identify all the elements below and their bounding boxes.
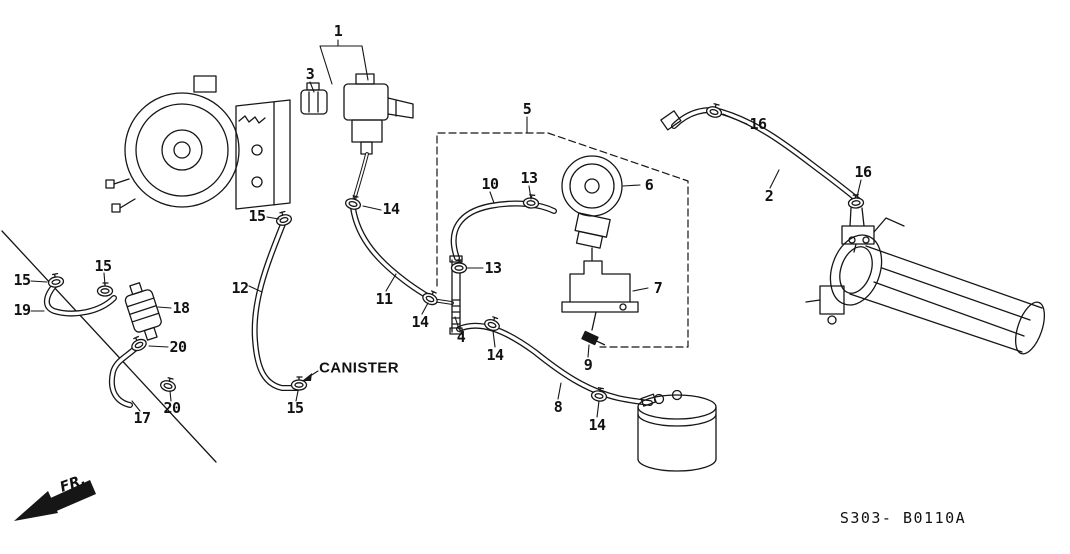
callout-11: 11: [375, 290, 393, 308]
fr-direction-arrow: FR.: [14, 472, 96, 521]
charcoal-canister: [637, 389, 717, 472]
callout-20-b: 20: [163, 399, 181, 417]
callout-14-a: 14: [382, 200, 400, 218]
callout-13-b: 13: [484, 259, 502, 277]
hose-10: [450, 200, 557, 261]
callout-14-d: 14: [588, 416, 606, 434]
dashed-boundary: [436, 132, 689, 348]
callout-15-d: 15: [286, 399, 304, 417]
hose-17: [109, 339, 144, 408]
callout-5: 5: [522, 100, 532, 118]
intake-manifold: [805, 207, 1046, 355]
callout-18: 18: [172, 299, 190, 317]
diagram-code: S303- B0110A: [839, 509, 967, 527]
callout-17: 17: [133, 409, 151, 427]
inset-boundary-line: [1, 230, 217, 463]
callout-9: 9: [583, 356, 593, 374]
callout-3: 3: [305, 65, 315, 83]
hose-2: [660, 107, 861, 203]
callout-19: 19: [13, 301, 31, 319]
pump-bracket: [561, 260, 639, 331]
canister-arrow: [302, 370, 319, 381]
callout-16-a: 16: [749, 115, 767, 133]
callout-1: 1: [333, 22, 343, 40]
solenoid-valve-assembly: [343, 73, 414, 155]
valve-outlet-tube: [352, 152, 369, 202]
connector-cap: [300, 82, 328, 115]
leader-lines: [30, 39, 862, 418]
air-pump: [561, 155, 623, 261]
callout-13-a: 13: [520, 169, 538, 187]
canister-label: CANISTER: [319, 359, 399, 377]
callout-14-c: 14: [486, 346, 504, 364]
callout-15-c: 15: [94, 257, 112, 275]
callout-4: 4: [456, 328, 466, 346]
callout-8: 8: [553, 398, 563, 416]
callout-10: 10: [481, 175, 499, 193]
brake-booster: [105, 75, 291, 213]
callout-15-b: 15: [13, 271, 31, 289]
callout-12: 12: [231, 279, 249, 297]
callout-14-b: 14: [411, 313, 429, 331]
fuel-filter: [124, 282, 162, 341]
metal-pipe: [449, 255, 463, 335]
callout-2: 2: [764, 187, 774, 205]
mount-bolt: [581, 330, 606, 346]
callout-16-b: 16: [854, 163, 872, 181]
hose-19: [43, 283, 117, 317]
hose-11: [350, 205, 454, 305]
hose-12: [251, 221, 301, 391]
hose-8: [456, 322, 653, 406]
callout-6: 6: [644, 176, 654, 194]
callout-7: 7: [653, 279, 663, 297]
callout-15-a: 15: [248, 207, 266, 225]
callout-20-a: 20: [169, 338, 187, 356]
